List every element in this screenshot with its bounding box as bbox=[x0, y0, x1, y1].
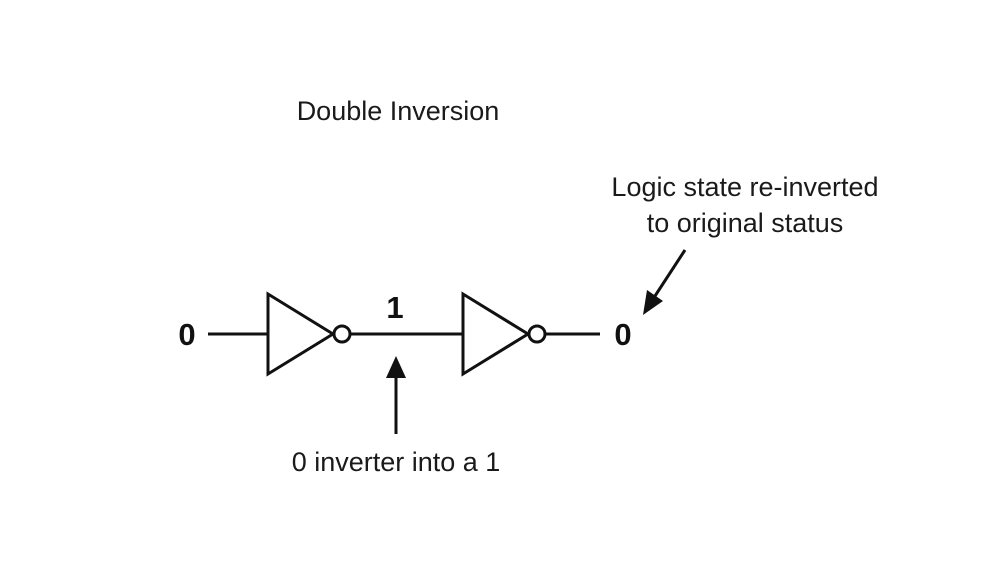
input-logic-state: 0 bbox=[178, 317, 195, 352]
output-annotation-line1: Logic state re-inverted bbox=[611, 172, 878, 202]
output-arrow-shaft bbox=[653, 249, 687, 297]
output-logic-state: 0 bbox=[614, 317, 631, 352]
inverter-2-bubble bbox=[527, 324, 547, 344]
inverter-1 bbox=[266, 291, 352, 377]
output-arrow bbox=[643, 249, 687, 315]
middle-arrow bbox=[386, 356, 406, 434]
output-arrow-head bbox=[643, 290, 663, 315]
middle-logic-state: 1 bbox=[386, 290, 403, 325]
inverter-2-triangle bbox=[461, 291, 531, 377]
inverter-1-bubble bbox=[332, 324, 352, 344]
inverter-2 bbox=[461, 291, 547, 377]
middle-annotation: 0 inverter into a 1 bbox=[292, 447, 501, 477]
middle-arrow-head bbox=[386, 356, 406, 378]
inverter-1-triangle bbox=[266, 291, 336, 377]
output-annotation-line2: to original status bbox=[647, 208, 844, 238]
diagram-title: Double Inversion bbox=[297, 96, 500, 126]
